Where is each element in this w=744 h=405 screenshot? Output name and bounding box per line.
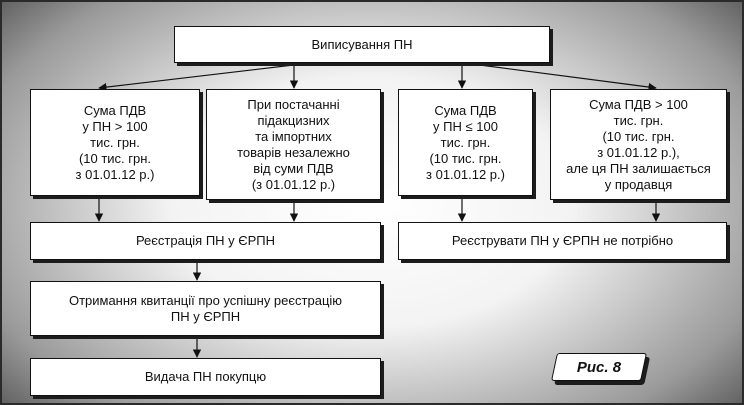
issue-box: Видача ПН покупцю <box>30 358 381 396</box>
no-register-box: Реєструвати ПН у ЄРПН не потрібно <box>398 222 727 260</box>
figure-label: Рис. 8 <box>551 353 647 381</box>
figure-label-text: Рис. 8 <box>576 358 622 376</box>
branch-box-3: Сума ПДВ у ПН ≤ 100 тис. грн. (10 тис. г… <box>398 89 533 196</box>
no-register-box-text: Реєструвати ПН у ЄРПН не потрібно <box>451 233 674 248</box>
branch-box-3-text: Сума ПДВ у ПН ≤ 100 тис. грн. (10 тис. г… <box>426 102 505 182</box>
issue-box-text: Видача ПН покупцю <box>144 369 267 384</box>
top-box-text: Виписування ПН <box>311 36 413 52</box>
arrow-top-to-branch-1 <box>98 63 303 92</box>
branch-box-1-text: Сума ПДВ у ПН > 100 тис. грн. (10 тис. г… <box>75 102 155 182</box>
branch-box-4: Сума ПДВ > 100 тис. грн. (10 тис. грн. з… <box>550 89 727 200</box>
register-box: Реєстрація ПН у ЄРПН <box>30 222 381 260</box>
receipt-box: Отримання квитанції про успішну реєстрац… <box>30 281 381 336</box>
branch-box-2: При постачанні підакцизних та імпортних … <box>206 89 381 200</box>
branch-box-2-text: При постачанні підакцизних та імпортних … <box>237 96 350 192</box>
branch-box-4-text: Сума ПДВ > 100 тис. грн. (10 тис. грн. з… <box>566 96 711 192</box>
arrow-top-to-branch-4 <box>471 63 657 92</box>
receipt-box-text: Отримання квитанції про успішну реєстрац… <box>68 292 343 324</box>
branch-box-1: Сума ПДВ у ПН > 100 тис. грн. (10 тис. г… <box>30 89 200 196</box>
register-box-text: Реєстрація ПН у ЄРПН <box>135 233 276 248</box>
top-box: Виписування ПН <box>174 26 550 63</box>
